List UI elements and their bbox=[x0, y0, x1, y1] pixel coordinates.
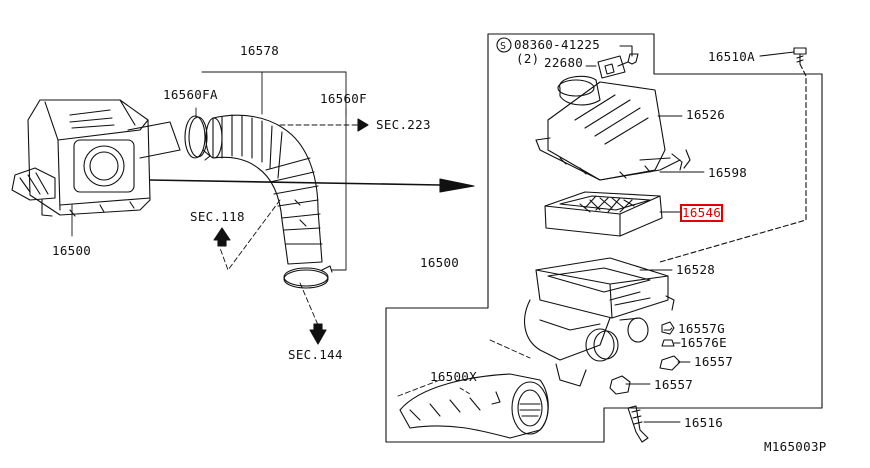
upper-cover-16526 bbox=[535, 75, 691, 181]
label-16578: 16578 bbox=[240, 43, 280, 58]
label-bolt-qty: (2) bbox=[516, 51, 540, 66]
bolt-16510a bbox=[659, 47, 807, 263]
duct-16578 bbox=[205, 114, 323, 265]
label-16557-b: 16557 bbox=[654, 377, 694, 392]
grommets-and-pins bbox=[609, 321, 681, 443]
label-sec118: SEC.118 bbox=[190, 209, 245, 224]
label-bolt-code: 08360-41225 bbox=[514, 37, 601, 52]
svg-text:S: S bbox=[500, 41, 506, 52]
label-16557g: 16557G bbox=[678, 321, 725, 336]
resonator-16500x bbox=[399, 373, 549, 439]
label-16576e: 16576E bbox=[680, 335, 727, 350]
label-16500-left: 16500 bbox=[52, 243, 92, 258]
lower-case-16528 bbox=[524, 257, 675, 387]
clamp-16560f bbox=[283, 265, 333, 289]
label-sec223: SEC.223 bbox=[376, 117, 431, 132]
leader-lines-left bbox=[71, 71, 361, 326]
label-16500-right: 16500 bbox=[420, 255, 460, 270]
label-16546-highlighted[interactable]: 16546 bbox=[679, 204, 724, 222]
filter-element-16546 bbox=[544, 191, 663, 237]
label-diagram-id: M165003P bbox=[764, 439, 827, 454]
leader-lines-right bbox=[397, 65, 705, 423]
air-cleaner-assembly-left bbox=[11, 99, 181, 217]
label-16557-a: 16557 bbox=[694, 354, 734, 369]
label-16528: 16528 bbox=[676, 262, 716, 277]
label-16526: 16526 bbox=[686, 107, 726, 122]
parts-frame bbox=[385, 33, 823, 443]
label-16560fa: 16560FA bbox=[163, 87, 218, 102]
label-16560f: 16560F bbox=[320, 91, 367, 106]
label-22680: 22680 bbox=[544, 55, 584, 70]
label-sec144: SEC.144 bbox=[288, 347, 343, 362]
label-16510a: 16510A bbox=[708, 49, 755, 64]
bolt-and-sensor: S bbox=[496, 37, 639, 79]
arrows bbox=[149, 118, 475, 345]
label-16500x: 16500X bbox=[430, 369, 477, 384]
label-16598: 16598 bbox=[708, 165, 748, 180]
label-16516: 16516 bbox=[684, 415, 724, 430]
